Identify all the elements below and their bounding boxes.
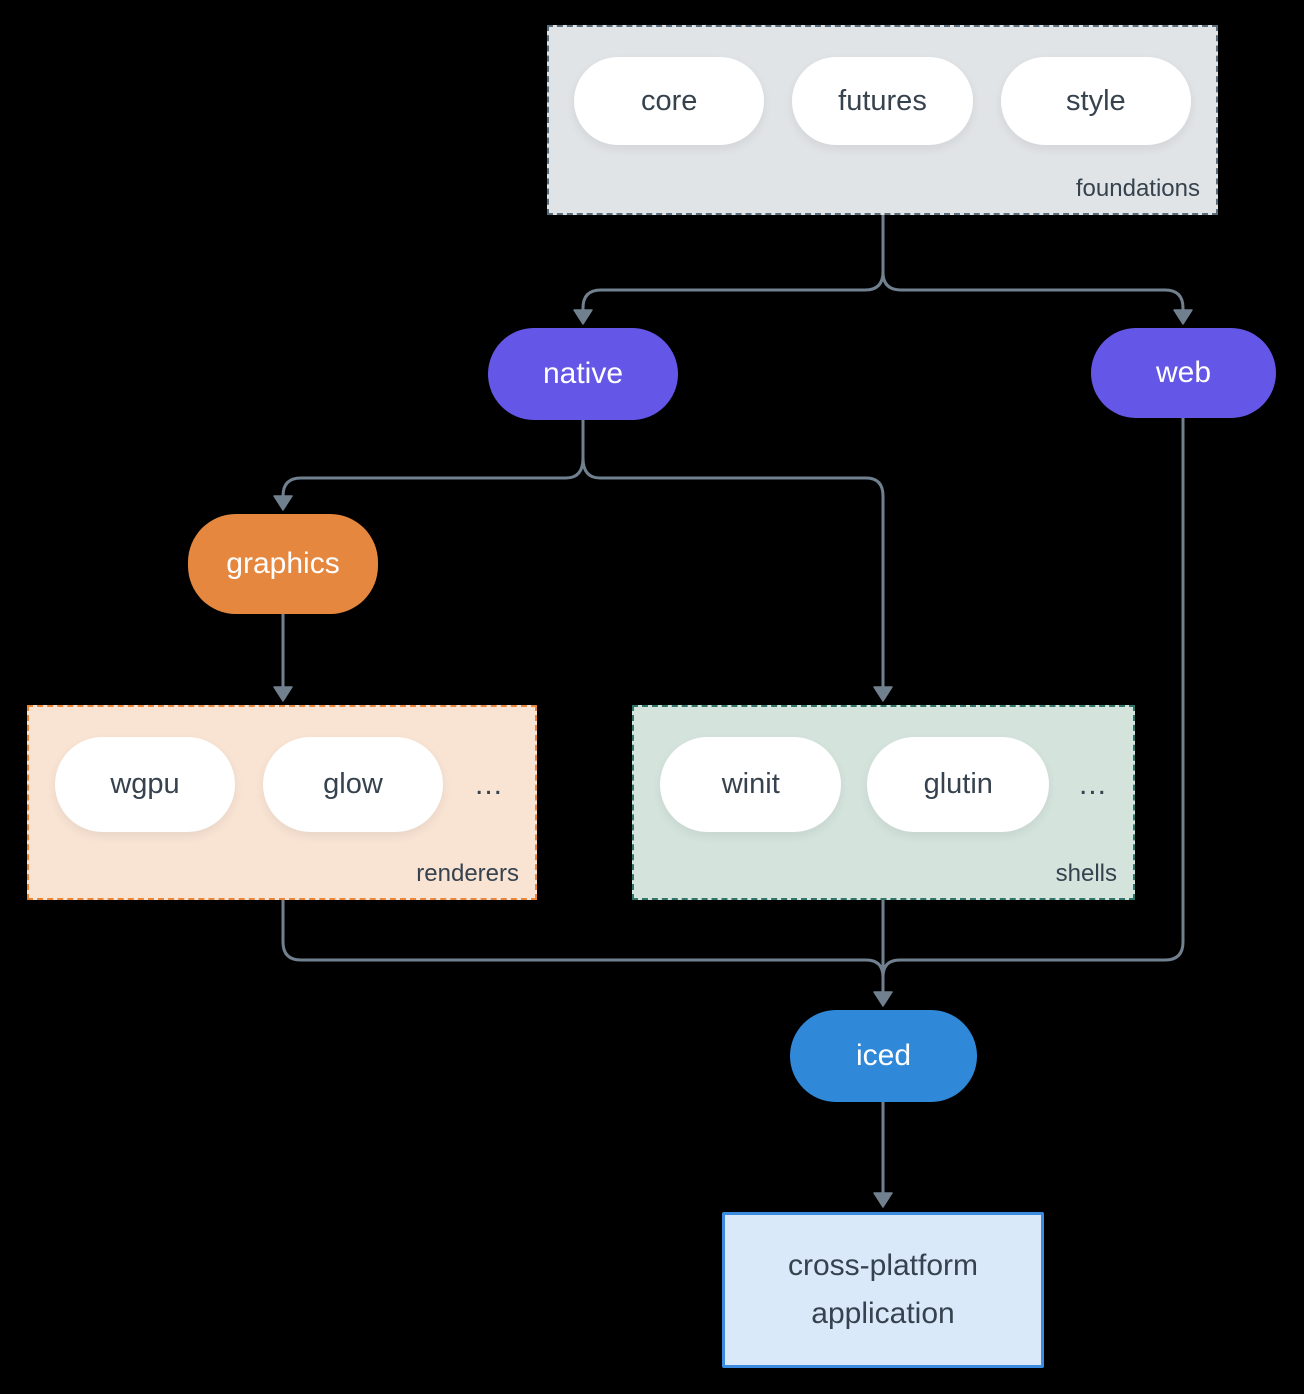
arrowhead-iced <box>873 991 893 1007</box>
node-core-label: core <box>640 84 698 117</box>
node-winit-label: winit <box>721 768 780 800</box>
node-iced-label: iced <box>855 1039 912 1072</box>
node-iced: iced <box>790 1010 977 1102</box>
node-core: core <box>574 57 765 145</box>
arrowhead-shells <box>873 686 893 702</box>
node-graphics: graphics <box>188 514 378 614</box>
node-glutin-label: glutin <box>923 768 993 800</box>
node-native-label: native <box>542 357 624 390</box>
arrowhead-web <box>1173 309 1193 325</box>
node-wgpu-label: wgpu <box>110 768 180 800</box>
edge-fork-web <box>881 270 1185 314</box>
node-cross-platform-application-label: cross-platform application <box>787 1249 979 1330</box>
node-glow: glow <box>263 737 443 832</box>
arrowhead-native <box>573 309 593 325</box>
node-style-label: style <box>1066 84 1126 117</box>
node-futures-label: futures <box>838 84 927 117</box>
edge-fork-graphics <box>281 456 585 500</box>
node-futures: futures <box>792 57 973 145</box>
shells-ellipsis: ... <box>1078 767 1107 801</box>
arrowhead-application <box>873 1192 893 1208</box>
node-glow-label: glow <box>323 768 383 800</box>
foundations-pill-row: core futures style <box>549 27 1216 145</box>
renderers-ellipsis: ... <box>475 767 504 801</box>
edge-renderers-merge <box>281 898 885 979</box>
node-wgpu: wgpu <box>55 737 235 832</box>
node-glutin: glutin <box>867 737 1049 832</box>
arrowhead-graphics <box>273 495 293 511</box>
edge-fork-native <box>581 270 885 314</box>
arrowhead-renderers <box>273 686 293 702</box>
node-native: native <box>488 328 678 420</box>
node-style: style <box>1000 57 1191 145</box>
node-web: web <box>1091 328 1276 418</box>
edge-fork-shells <box>581 456 885 691</box>
shells-pill-row: winit glutin ... <box>634 707 1133 832</box>
renderers-pill-row: wgpu glow ... <box>29 707 535 832</box>
node-graphics-label: graphics <box>226 547 340 580</box>
group-renderers-label: renderers <box>416 860 519 887</box>
node-cross-platform-application: cross-platform application <box>722 1212 1044 1368</box>
group-shells: winit glutin ... shells <box>632 705 1135 900</box>
group-shells-label: shells <box>1055 860 1117 887</box>
group-foundations-label: foundations <box>1075 175 1200 202</box>
group-renderers: wgpu glow ... renderers <box>27 705 537 900</box>
node-web-label: web <box>1155 356 1212 389</box>
group-foundations: core futures style foundations <box>547 25 1218 215</box>
node-winit: winit <box>660 737 842 832</box>
edge-web-merge <box>881 416 1185 979</box>
